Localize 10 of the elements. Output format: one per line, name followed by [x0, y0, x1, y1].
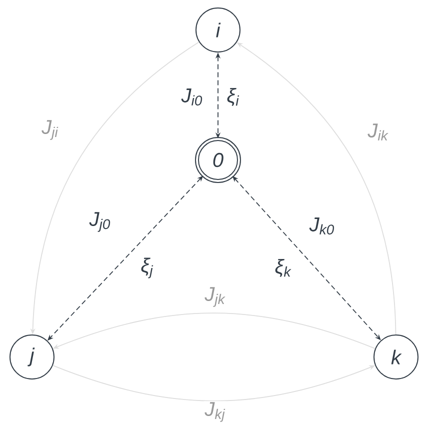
noise-label: ξ$_{j}$ [141, 258, 154, 278]
edge-label: J$_{j0}$ [89, 212, 110, 232]
edge-label: J$_{kj}$ [204, 402, 226, 422]
noise-label: ξ$_{k}$ [275, 258, 292, 278]
edge-label: J$_{ik}$ [368, 124, 388, 140]
noise-label: ξ$_{i}$ [227, 88, 240, 106]
edge-label: J$_{ji}$ [42, 120, 58, 140]
edge-label: J$_{k0}$ [309, 218, 334, 234]
edge-label: J$_{jk}$ [204, 287, 226, 307]
edge-label: J$_{i0}$ [181, 88, 202, 106]
